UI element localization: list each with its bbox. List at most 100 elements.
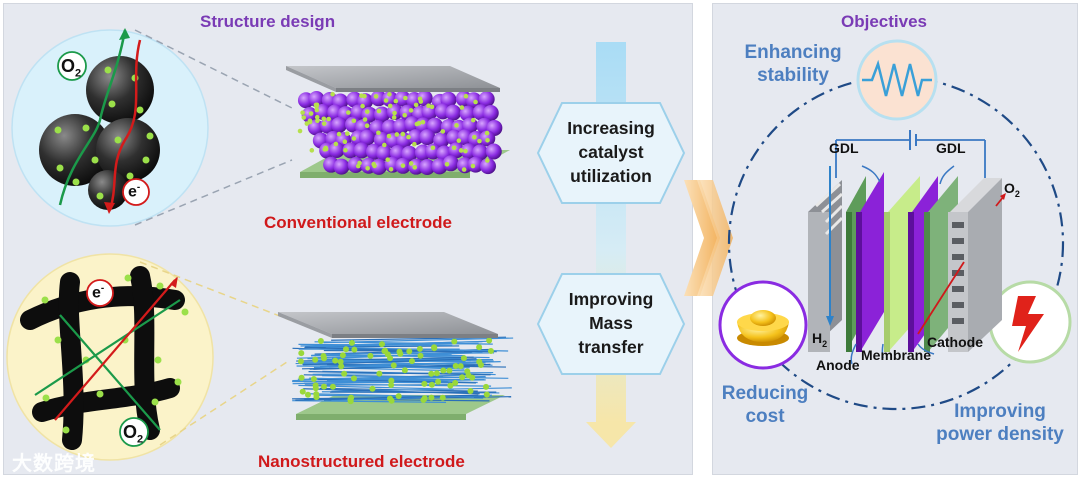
inset-top-electron-label: e- — [128, 182, 141, 201]
catalyst-particle — [332, 357, 339, 364]
catalyst-particle — [393, 98, 399, 104]
catalyst-particle — [338, 363, 345, 370]
power-line2: power density — [936, 424, 1064, 445]
catalyst-particle — [451, 145, 457, 151]
catalyst-particle — [342, 139, 348, 145]
catalyst-particle — [452, 379, 459, 386]
carbon-support-sphere — [445, 104, 462, 121]
gold-ingot-icon — [718, 280, 808, 370]
nanostructured-electrode-label: Nanostructured electrode — [258, 452, 465, 471]
stability-icon — [856, 39, 938, 121]
catalyst-particle — [463, 148, 468, 154]
catalyst-particle — [412, 141, 417, 147]
watermark-logo: 大数跨境 — [12, 453, 96, 475]
catalyst-particle — [384, 351, 391, 358]
catalyst-particle — [376, 108, 382, 114]
catalyst-particle — [408, 358, 415, 365]
carbon-support-sphere — [419, 158, 436, 175]
catalyst-particle — [312, 356, 319, 363]
catalyst-particle — [300, 110, 305, 115]
o2-outlet-label: O2 — [1004, 180, 1020, 199]
catalyst-particle — [345, 131, 350, 136]
catalyst-particle — [463, 93, 469, 99]
carbon-support-sphere — [342, 142, 359, 159]
catalyst-particle — [333, 141, 339, 147]
nanofiber-strand — [308, 371, 491, 376]
catalyst-particle — [369, 385, 376, 392]
membrane-label: Membrane — [861, 347, 932, 363]
catalyst-particle — [343, 147, 348, 153]
inset-bottom-o2-label: O2 — [123, 422, 144, 446]
catalyst-particle — [297, 128, 303, 134]
power-line1: Improving — [954, 401, 1046, 422]
catalyst-particle — [320, 383, 327, 390]
carbon-support-sphere — [480, 158, 497, 175]
catalyst-particle — [460, 355, 467, 362]
carbon-support-sphere — [401, 145, 418, 162]
objectives-title: Objectives — [841, 12, 927, 31]
catalyst-particle — [336, 131, 342, 137]
carbon-support-sphere — [448, 142, 465, 159]
hex1-line1: Increasing — [567, 118, 655, 138]
catalyst-particle — [351, 118, 357, 124]
cost-line2: cost — [745, 406, 785, 427]
catalyst-particle — [309, 148, 315, 153]
catalyst-particle — [386, 133, 392, 139]
catalyst-particle — [326, 116, 331, 122]
catalyst-particle — [421, 395, 428, 402]
catalyst-particle — [454, 123, 459, 128]
catalyst-particle — [429, 104, 435, 110]
catalyst-particle — [476, 358, 483, 365]
catalyst-particle — [313, 394, 320, 401]
catalyst-particle — [396, 348, 403, 355]
carbon-support-sphere — [333, 158, 350, 175]
catalyst-particle — [467, 388, 474, 395]
catalyst-particle — [417, 96, 423, 102]
objective-improving-power-density: Improving power density — [926, 400, 1074, 446]
catalyst-particle — [321, 116, 327, 122]
carbon-support-sphere — [328, 142, 345, 159]
h2-inlet-label: H2 — [812, 330, 828, 349]
catalyst-particle — [298, 374, 305, 381]
carbon-support-sphere — [442, 155, 459, 172]
catalyst-particle — [439, 394, 446, 401]
catalyst-particle — [428, 370, 435, 377]
carbon-support-sphere — [308, 90, 325, 107]
catalyst-particle — [365, 165, 370, 171]
hex2-line1: Improving — [568, 289, 654, 309]
carbon-support-sphere — [426, 117, 443, 134]
catalyst-particle — [388, 166, 394, 172]
catalyst-particle — [401, 367, 408, 374]
catalyst-particle — [330, 91, 335, 97]
catalyst-particle — [486, 337, 493, 344]
catalyst-particle — [304, 121, 310, 126]
catalyst-particle — [373, 94, 379, 99]
transition-chevrons — [684, 180, 733, 296]
nanofiber-strand — [295, 394, 479, 401]
catalyst-particle — [360, 103, 365, 109]
catalyst-particle — [312, 385, 319, 392]
carbon-support-sphere — [370, 90, 387, 107]
structure-design-title: Structure design — [200, 12, 336, 31]
catalyst-particle — [304, 391, 311, 398]
nanofiber-strand — [298, 343, 453, 347]
catalyst-particle — [362, 117, 368, 122]
catalyst-particle — [387, 103, 393, 109]
catalyst-particle — [440, 367, 447, 374]
catalyst-particle — [367, 352, 374, 359]
catalyst-particle — [420, 119, 426, 125]
catalyst-particle — [351, 136, 357, 141]
catalyst-particle — [476, 344, 483, 351]
catalyst-particle — [406, 348, 413, 355]
catalyst-particle — [456, 138, 462, 143]
catalyst-particle — [458, 148, 464, 153]
catalyst-particle — [459, 105, 465, 110]
catalyst-particle — [382, 142, 387, 148]
catalyst-particle — [346, 110, 351, 115]
catalyst-particle — [350, 375, 357, 382]
catalyst-particle — [470, 163, 476, 169]
inset-bottom-electron-label: e- — [92, 283, 105, 302]
carbon-support-sphere — [353, 142, 370, 159]
